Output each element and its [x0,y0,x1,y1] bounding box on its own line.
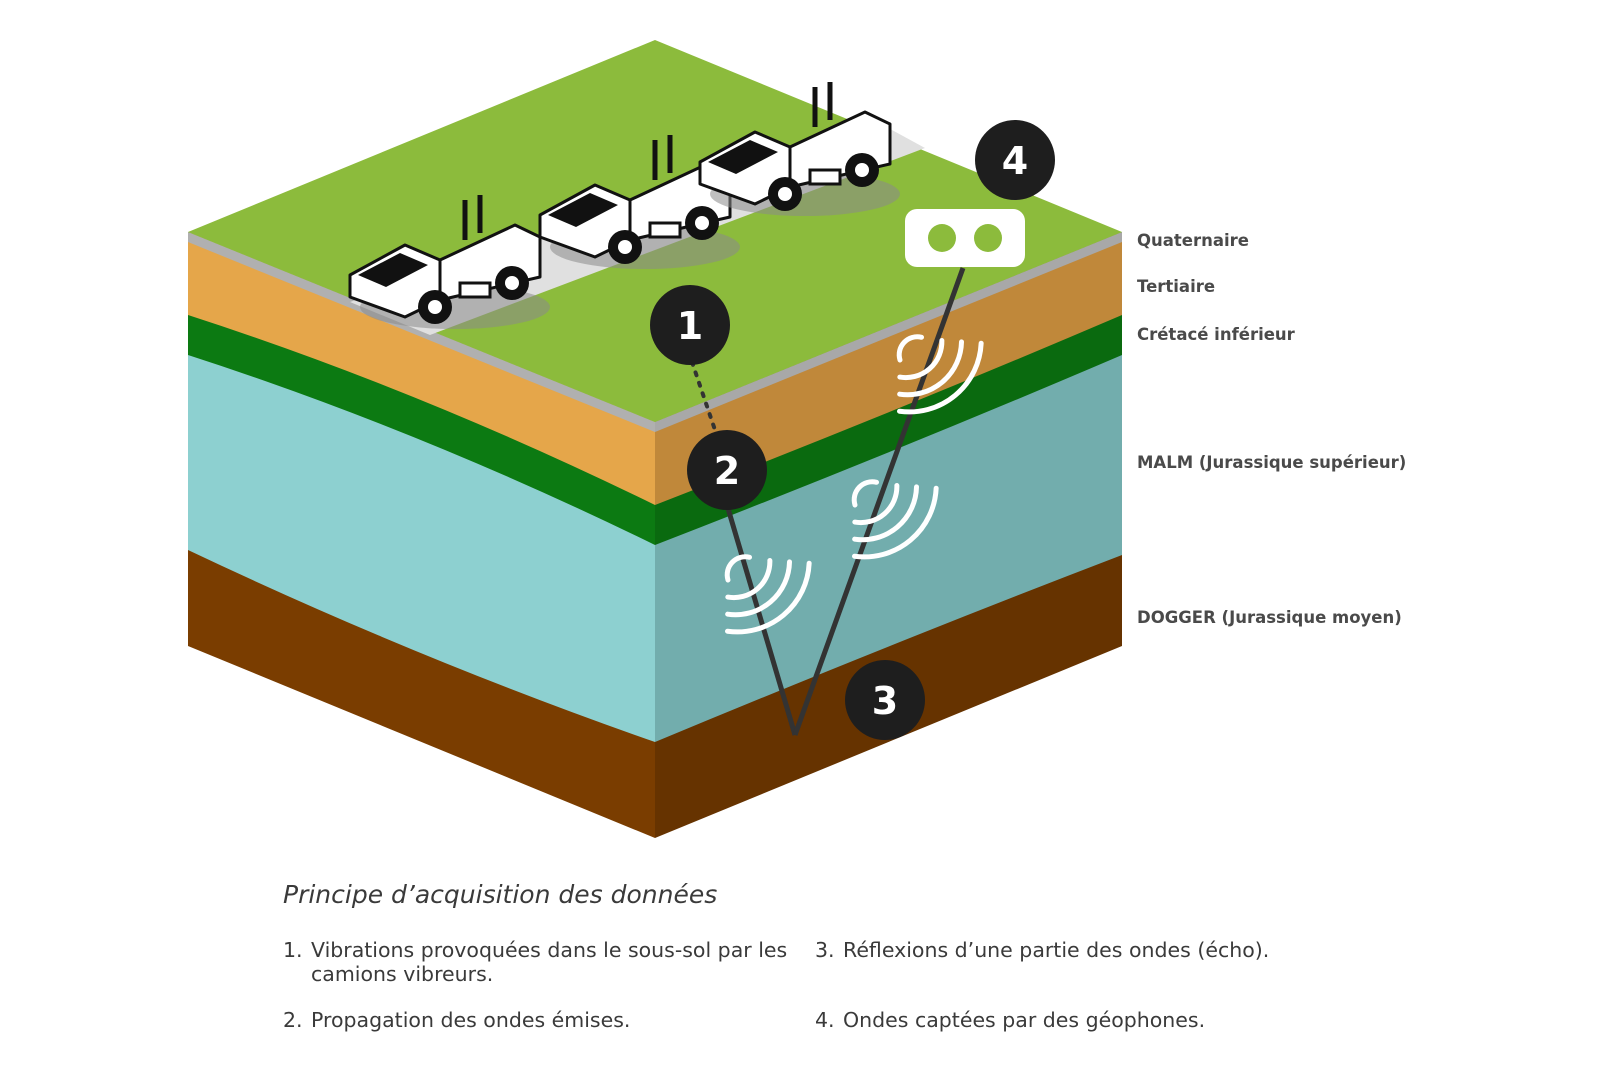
marker-2: 2 [687,430,767,510]
geophone-icon [905,209,1025,267]
step-item: 1. Vibrations provoquées dans le sous-so… [283,938,793,986]
svg-text:1: 1 [677,304,703,348]
marker-4: 4 [975,120,1055,200]
step-item: 2. Propagation des ondes émises. [283,1008,793,1032]
layer-label-dogger: DOGGER (Jurassique moyen) [1137,608,1402,627]
step-text: Ondes captées par des géophones. [843,1008,1206,1032]
layer-label-quaternaire: Quaternaire [1137,231,1249,250]
step-text: Vibrations provoquées dans le sous-sol p… [311,938,788,986]
step-text: Propagation des ondes émises. [311,1008,631,1032]
diagram-caption: Principe d’acquisition des données [283,880,718,909]
marker-1: 1 [650,285,730,365]
step-text: Réflexions d’une partie des ondes (écho)… [843,938,1270,962]
step-item: 4. Ondes captées par des géophones. [815,1008,1325,1032]
layer-label-tertiaire: Tertiaire [1137,277,1215,296]
svg-text:3: 3 [872,679,898,723]
step-number: 1. [283,938,303,962]
step-item: 3. Réflexions d’une partie des ondes (éc… [815,938,1325,962]
layer-label-malm: MALM (Jurassique supérieur) [1137,453,1406,472]
step-number: 4. [815,1008,835,1032]
layer-label-cretace: Crétacé inférieur [1137,325,1296,344]
svg-text:2: 2 [714,449,740,493]
wave-path [690,267,966,736]
step-number: 3. [815,938,835,962]
marker-3: 3 [845,660,925,740]
step-number: 2. [283,1008,303,1032]
left-face [188,232,655,838]
svg-text:4: 4 [1002,139,1028,183]
